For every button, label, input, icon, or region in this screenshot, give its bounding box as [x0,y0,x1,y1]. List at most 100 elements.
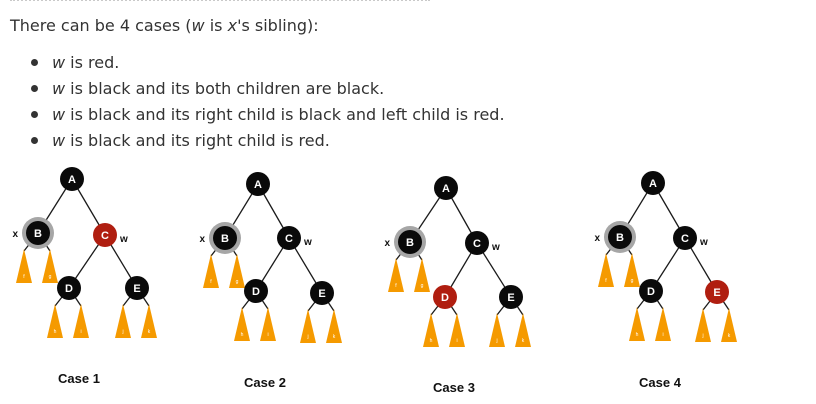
subtree-k-label: k [333,334,336,340]
node-c [277,226,301,250]
subtree-k-label: k [728,333,731,339]
subtree-k-label: k [522,338,525,344]
node-c-label: C [473,238,481,250]
subtree-j-label: j [306,334,308,340]
subtree-h [423,313,439,347]
node-d-label: D [65,283,73,295]
subtree-j-label: j [495,338,497,344]
node-d [639,279,663,303]
node-e-label: E [318,288,325,300]
case-label-1: Case 1 [58,371,100,386]
node-a-label: A [254,179,262,191]
subtree-f [388,258,404,292]
subtree-f [203,254,219,288]
w-marker: w [491,242,500,253]
x-marker: x [12,229,18,240]
subtree-g [229,254,245,288]
node-b-label: B [616,232,624,244]
case-item-4: w is black and its right child is red. [31,129,505,155]
node-d [433,285,457,309]
node-d-label: D [252,286,260,298]
subtree-f-label: f [23,274,25,280]
case-item-1: w is red. [31,51,505,77]
subtree-j-label: j [121,329,123,335]
subtree-k-label: k [148,329,151,335]
cases-list: w is red. w is black and its both childr… [31,51,505,155]
w-marker: w [303,237,312,248]
node-b [608,225,632,249]
node-d-label: D [441,292,449,304]
node-b-label: B [406,237,414,249]
x-marker: x [199,234,205,245]
clipped-previous-line [10,0,430,3]
node-a [60,167,84,191]
subtree-g-label: g [421,283,424,289]
node-variable: x [227,16,238,35]
subtree-g-label: g [236,279,239,285]
subtree-i [73,304,89,338]
subtree-g-label: g [49,274,52,280]
subtree-i [449,313,465,347]
case-label-4: Case 4 [639,375,682,390]
subtree-j [300,309,316,343]
subtree-i-label: i [80,329,81,335]
node-b [213,226,237,250]
subtree-f-label: f [605,278,607,284]
subtree-k [721,308,737,342]
case-item-2: w is black and its both children are bla… [31,77,505,103]
subtree-g-label: g [631,278,634,284]
sibling-variable: w [191,16,205,35]
node-b [26,221,50,245]
case-label-2: Case 2 [244,375,286,390]
subtree-i [260,307,276,341]
x-marker: x [384,238,390,249]
subtree-j [695,308,711,342]
case-item-3: w is black and its right child is black … [31,103,505,129]
subtree-h-label: h [241,332,244,338]
node-e-label: E [507,292,514,304]
node-a-label: A [442,183,450,195]
subtree-g [624,253,640,287]
subtree-k [141,304,157,338]
node-c-label: C [285,233,293,245]
subtree-i-label: i [267,332,268,338]
w-marker: w [119,234,128,245]
node-e [499,285,523,309]
node-a [641,171,665,195]
subtree-f [16,249,32,283]
node-b [398,230,422,254]
node-a [246,172,270,196]
node-c-label: C [101,230,109,242]
subtree-k [515,313,531,347]
subtree-h [234,307,250,341]
node-c [673,226,697,250]
node-d [244,279,268,303]
subtree-i-label: i [662,332,663,338]
node-a-label: A [649,178,657,190]
node-a [434,176,458,200]
node-d [57,276,81,300]
subtree-f-label: f [210,279,212,285]
subtree-j [489,313,505,347]
node-c [93,223,117,247]
case-label-3: Case 3 [433,380,475,395]
w-marker: w [699,237,708,248]
subtree-k [326,309,342,343]
node-b-label: B [221,233,229,245]
node-e [310,281,334,305]
subtree-j [115,304,131,338]
subtree-h [47,304,63,338]
x-marker: x [594,233,600,244]
node-e [125,276,149,300]
node-c [465,231,489,255]
subtree-h-label: h [54,329,57,335]
node-e [705,280,729,304]
node-c-label: C [681,233,689,245]
node-a-label: A [68,174,76,186]
node-e-label: E [713,287,720,299]
subtree-g [414,258,430,292]
